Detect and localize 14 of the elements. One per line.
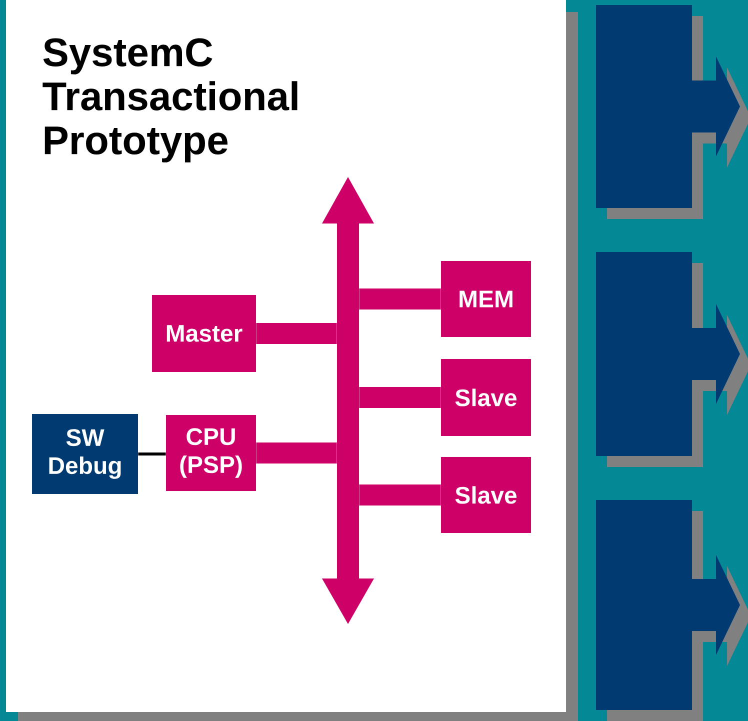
bus-arrow [322,177,374,624]
bus-connector [359,484,441,506]
bus-connector [359,387,441,408]
component-box: MEM [441,261,531,337]
component-box: CPU (PSP) [166,415,256,491]
bus-connector [256,442,337,464]
bus-connector [359,288,441,310]
title: SystemC Transactional Prototype [42,38,298,162]
bus-connector [256,323,337,344]
component-box: Slave [441,359,531,436]
connector-line [138,452,166,456]
component-box: SW Debug [32,414,138,494]
component-box: Slave [441,457,531,533]
component-box: Master [152,295,256,372]
